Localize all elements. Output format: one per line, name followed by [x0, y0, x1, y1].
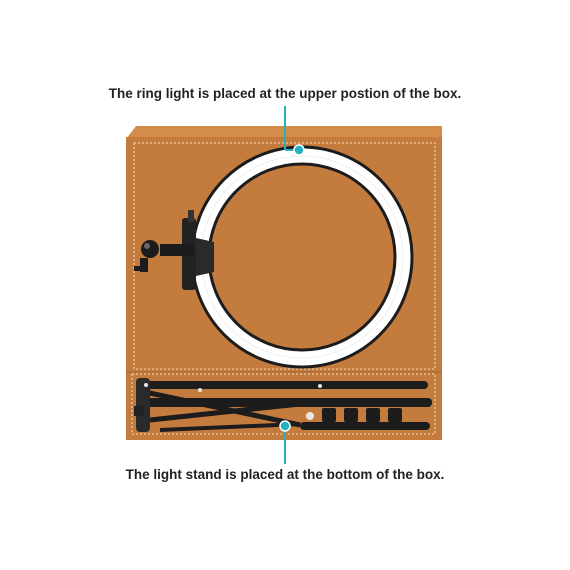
pointer-dot-icon	[279, 420, 291, 432]
pointer-dot-icon	[293, 144, 305, 156]
ball-head-mount-icon	[134, 210, 214, 290]
upper-compartment-stitch	[133, 142, 436, 370]
light-stand-caption: The light stand is placed at the bottom …	[125, 467, 445, 482]
ring-light-caption: The ring light is placed at the upper po…	[108, 86, 462, 101]
ring-light-icon	[190, 145, 414, 369]
bottom-pointer	[279, 420, 291, 464]
lower-compartment-stitch	[131, 373, 436, 435]
top-pointer	[284, 106, 305, 156]
light-stand-icon	[134, 378, 432, 432]
